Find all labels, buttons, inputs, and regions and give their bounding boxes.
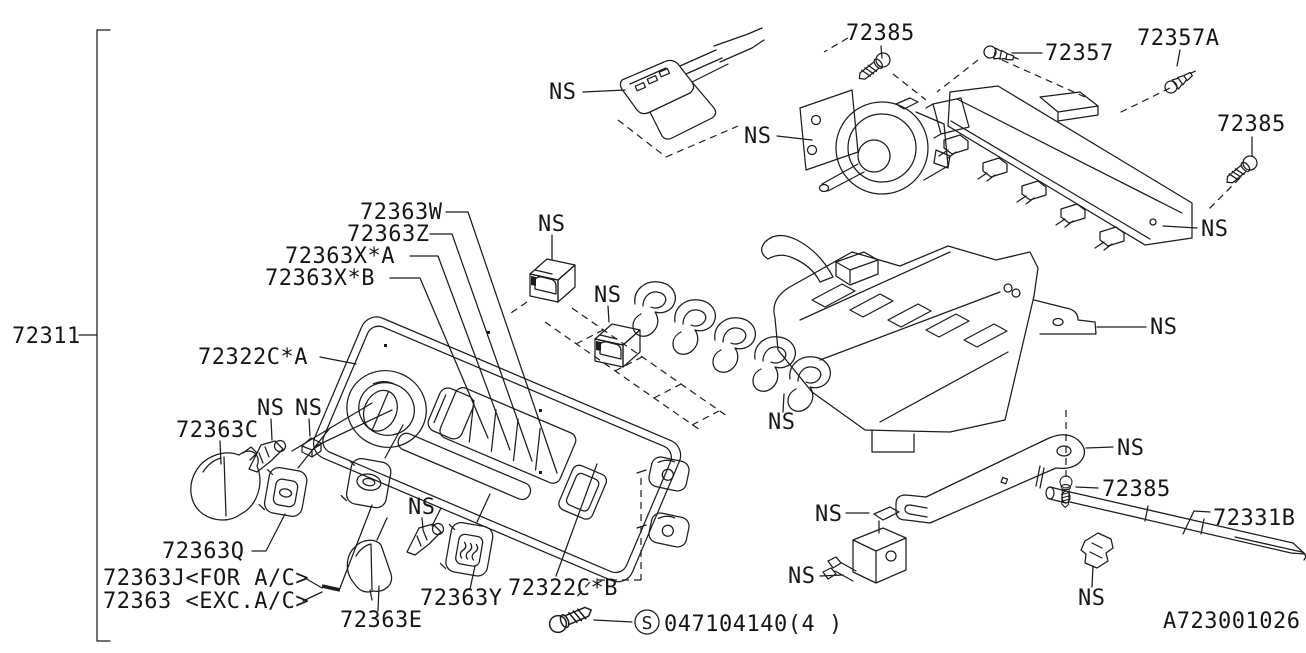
part-label-72385-pcb: 72385: [1217, 112, 1286, 137]
control-lever-arm: NS 72385: [895, 410, 1171, 524]
part-label-72363w: 72363W: [360, 200, 443, 225]
part-label-72363e: 72363E: [340, 608, 422, 633]
part-label-72363z: 72363Z: [347, 222, 429, 247]
ns-switch2-label: NS: [594, 283, 622, 308]
ns-switch1-label: NS: [538, 212, 566, 237]
ns-pcb-label: NS: [1201, 217, 1229, 242]
ns-lever-label: NS: [1117, 436, 1145, 461]
illumination-bulb-left: NS: [248, 396, 287, 473]
bulb-socket-clip: NS: [291, 396, 393, 458]
heater-control-bracket: NS: [761, 234, 1178, 453]
ns-bulb1-label: NS: [257, 396, 285, 421]
part-label-72311: 72311: [12, 324, 81, 349]
part-label-72322ca: 72322C*A: [198, 345, 308, 370]
temp-control-knob: 72363C: [176, 418, 261, 521]
mode-actuator-motor: 72385 NS: [744, 21, 951, 195]
mounting-screw-callout: S 047104140(4 ): [546, 601, 843, 637]
recirc-button: 72363Q: [162, 427, 331, 564]
fan-control-knob: 72363E: [340, 517, 422, 633]
defrost-button: 72363Y: [420, 493, 502, 611]
part-label-72363q: 72363Q: [162, 539, 244, 564]
ns-cliparm-label: NS: [815, 502, 843, 527]
push-switch-upper: NS: [529, 212, 576, 303]
part-label-72331b: 72331B: [1213, 506, 1295, 531]
ns-bulb2-label: NS: [295, 396, 323, 421]
control-pcb-plate: 72357 72357A 72385 NS: [925, 26, 1286, 251]
part-label-72363xb: 72363X*B: [265, 266, 375, 291]
part-label-72363y: 72363Y: [420, 586, 502, 611]
part-label-72363j: 72363J<FOR A/C>: [103, 566, 309, 591]
control-cable: 72331B NS: [1035, 465, 1306, 611]
part-label-72357a: 72357A: [1137, 26, 1219, 51]
push-switch-lower: NS: [594, 283, 641, 368]
part-label-72363-exc: 72363 <EXC.A/C>: [103, 589, 309, 614]
ns-clamp-label: NS: [1078, 586, 1106, 611]
ns-bracket-label: NS: [1150, 315, 1178, 340]
lever-clip-set: NS: [632, 281, 831, 435]
alignment-dashed-guides: [507, 301, 728, 431]
part-label-72385-top: 72385: [846, 21, 915, 46]
cable-holder-bracket: NS NS: [788, 502, 907, 589]
ns-clips-label: NS: [768, 410, 796, 435]
harness-connector: NS: [549, 27, 765, 158]
slide-lever-labels: 72363W 72363Z 72363X*A 72363X*B: [265, 200, 558, 474]
ns-connector-label: NS: [549, 80, 577, 105]
fastener-number: 047104140(4 ): [664, 612, 843, 637]
part-label-72357: 72357: [1045, 41, 1114, 66]
part-label-72322cb: 72322C*B: [508, 576, 618, 601]
heater-control-faceplate: 72322C*A 72322C*B: [198, 316, 692, 601]
part-label-72385-lever: 72385: [1102, 477, 1171, 502]
ns-bulb3-label: NS: [408, 495, 436, 520]
illumination-bulb-center: NS: [406, 495, 445, 556]
part-label-72363xa: 72363X*A: [285, 244, 395, 269]
assembly-bracket-72311: 72311: [12, 29, 111, 642]
ac-button: 72363J<FOR A/C> 72363 <EXC.A/C>: [103, 424, 404, 614]
part-label-72363c: 72363C: [176, 418, 258, 443]
figure-code: A723001026: [1163, 609, 1300, 634]
ns-motor-label: NS: [744, 124, 772, 149]
ns-relay-label: NS: [788, 564, 816, 589]
fastener-symbol: S: [642, 613, 653, 634]
